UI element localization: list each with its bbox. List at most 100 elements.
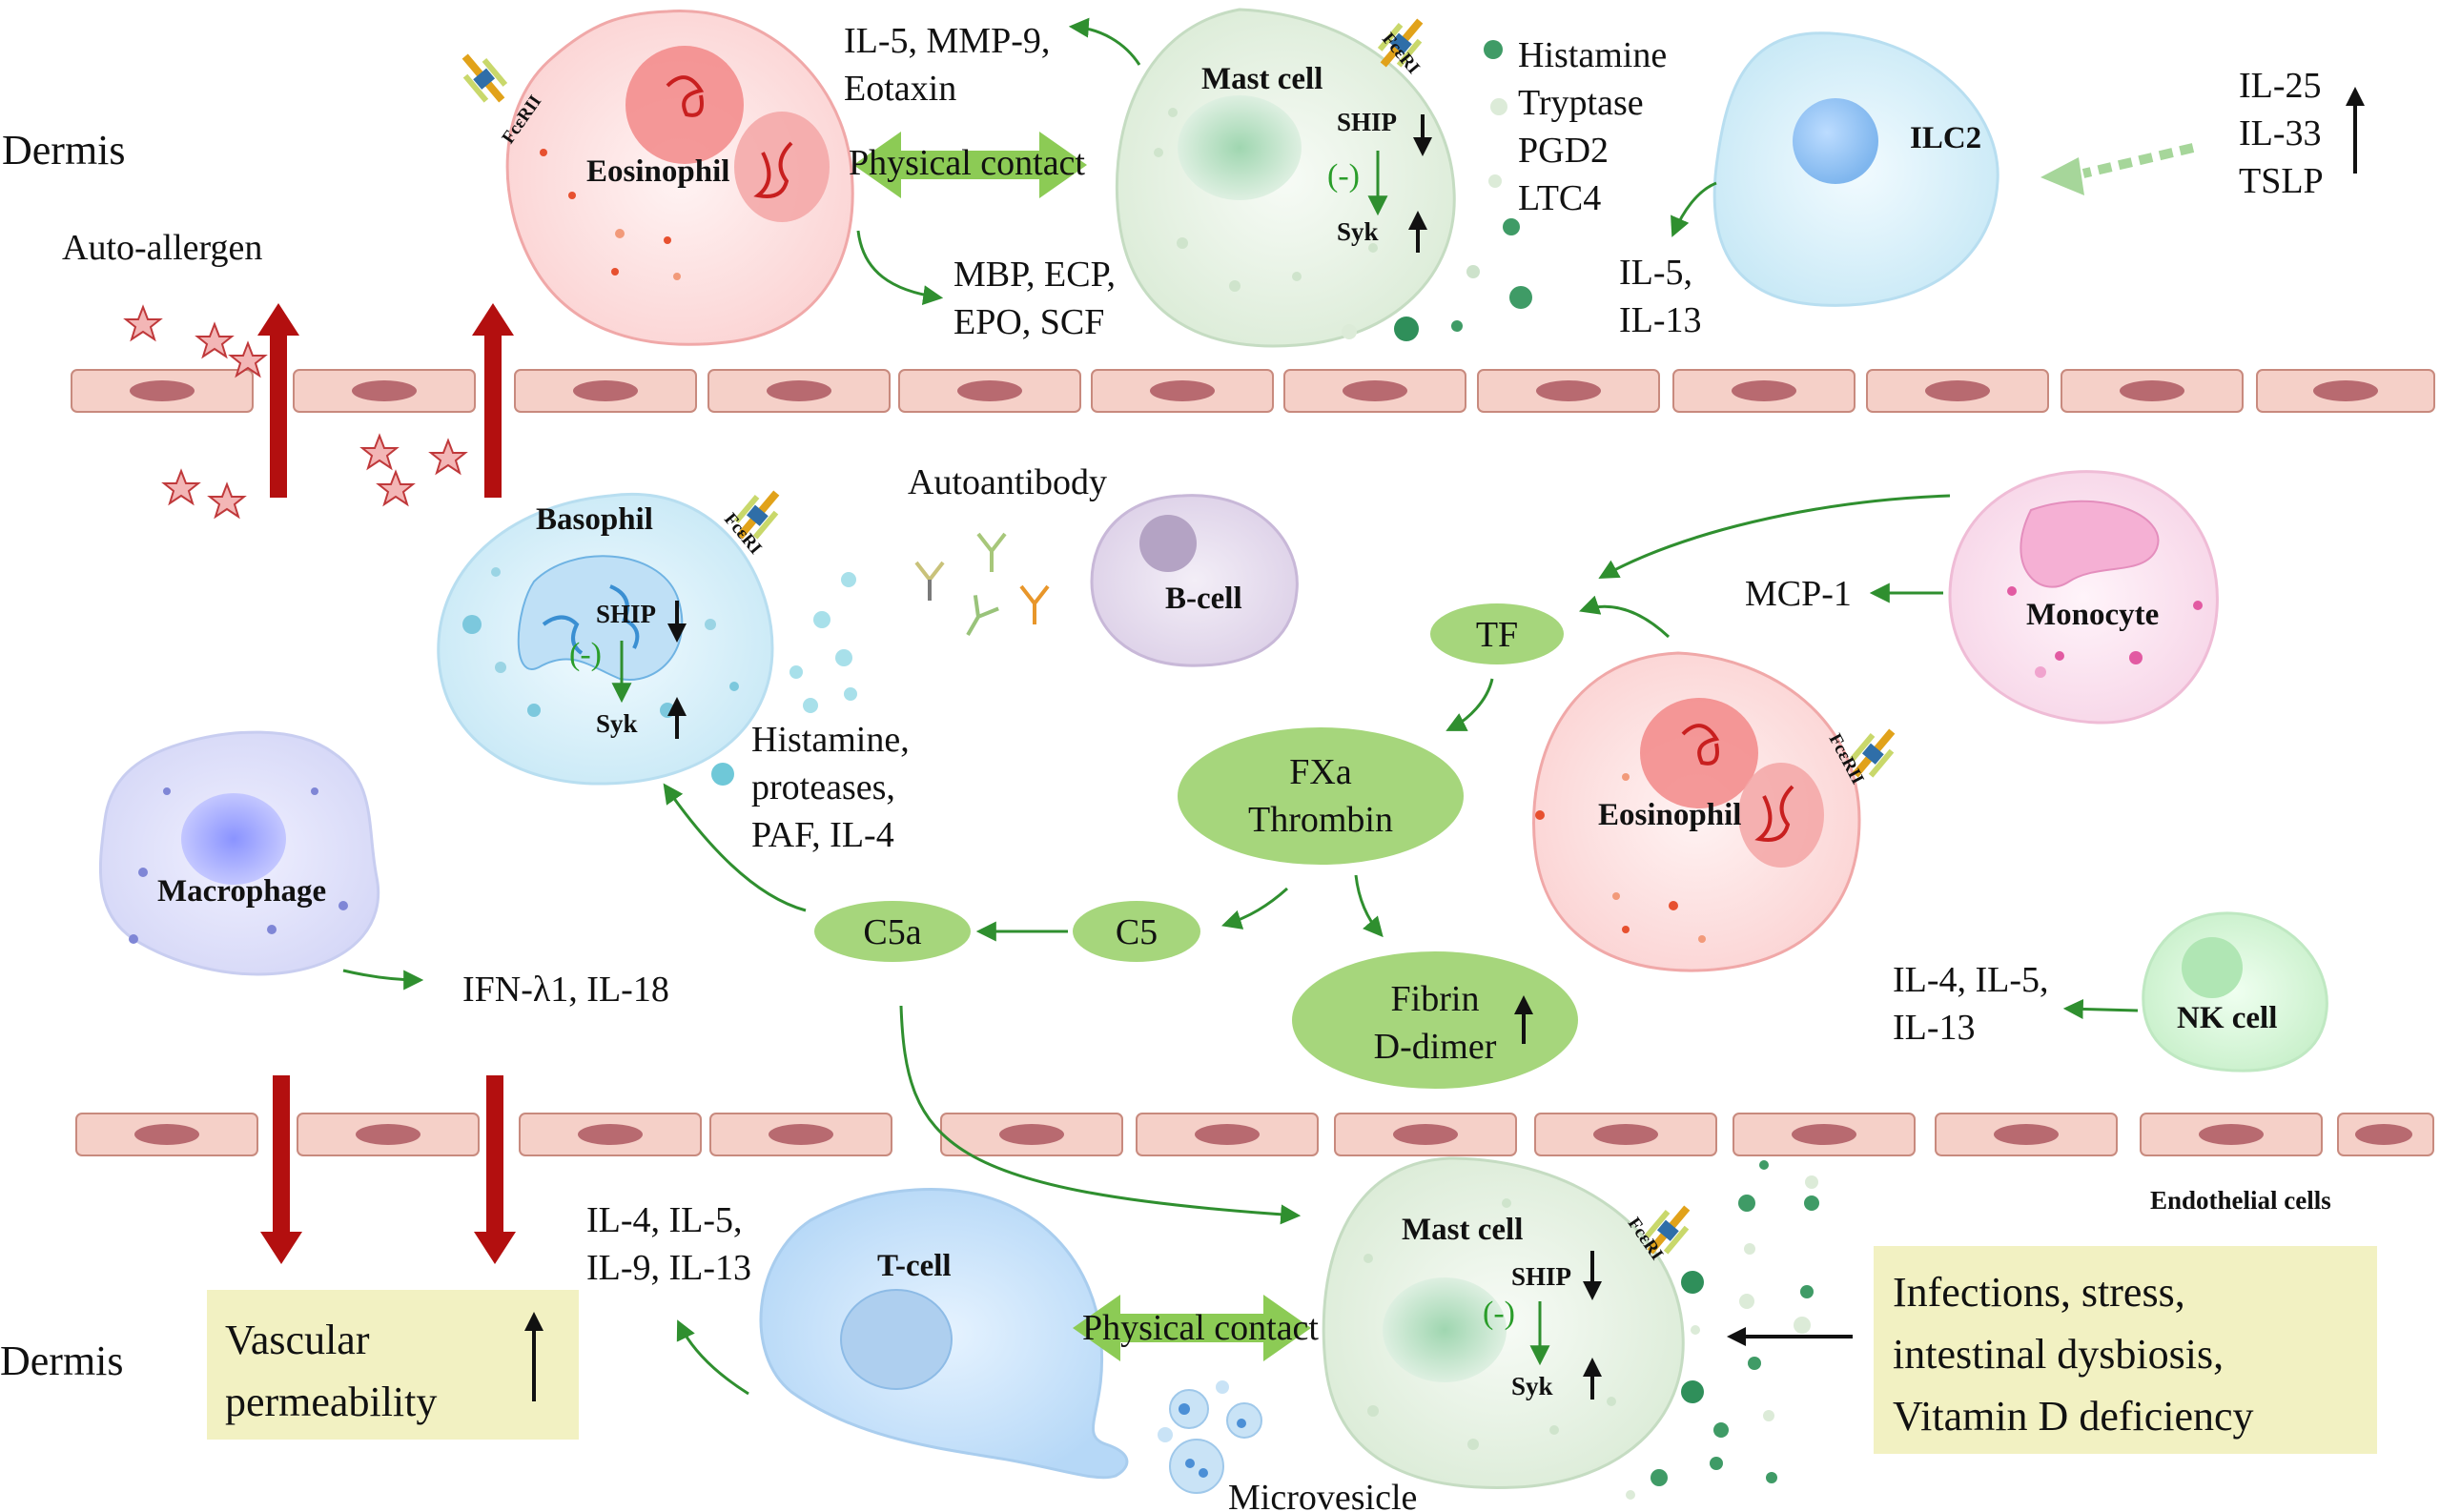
macrophage-nucleus xyxy=(181,793,286,885)
autoantibody-label: Autoantibody xyxy=(908,462,1107,502)
endothelial-cell xyxy=(940,1113,1123,1156)
receptor-icon xyxy=(1644,1205,1691,1255)
physical-contact-top-label: Physical contact xyxy=(849,143,1085,183)
mast-nucleus xyxy=(1178,95,1302,200)
endothelial-cell xyxy=(519,1113,702,1156)
macrophage-cell: Macrophage xyxy=(98,730,380,976)
il25-label: IL-25 xyxy=(2239,66,2322,106)
star-icon xyxy=(161,468,201,506)
tcell-label: T-cell xyxy=(877,1249,952,1283)
fxa-label: FXa xyxy=(1289,752,1352,792)
endothelial-cell xyxy=(1534,1113,1717,1156)
triggers-box: Infections, stress, intestinal dysbiosis… xyxy=(1874,1246,2377,1454)
ship-label: SHIP xyxy=(1511,1262,1571,1291)
mcp1-label: MCP-1 xyxy=(1745,574,1852,614)
endothelial-cell xyxy=(1866,369,2049,413)
auto-allergen-stars xyxy=(123,304,468,520)
endothelial-cell xyxy=(707,369,891,413)
mast-top-granules xyxy=(1342,40,1532,341)
syk-label: Syk xyxy=(596,709,638,738)
histamine-label: Histamine xyxy=(1518,35,1667,75)
bcell-label: B-cell xyxy=(1165,582,1242,616)
inhibition-label: (-) xyxy=(1483,1296,1515,1331)
endothelial-cell xyxy=(709,1113,892,1156)
bcell-nucleus xyxy=(1139,515,1197,572)
nk-cell: NK cell xyxy=(2142,911,2328,1073)
eos-top-output-1: IL-5, MMP-9, xyxy=(844,21,1050,61)
eosinophil-top-label: Eosinophil xyxy=(586,154,729,189)
bcell: B-cell xyxy=(1090,494,1299,667)
fxa-thrombin-node: FXa Thrombin xyxy=(1178,727,1464,865)
tryptase-label: Tryptase xyxy=(1518,83,1644,123)
inhibition-label: (-) xyxy=(1327,158,1360,194)
mast-cell-bottom: Mast cell SHIP Syk (-) FcεRI xyxy=(1322,1156,1691,1489)
auto-allergen-label: Auto-allergen xyxy=(62,228,262,268)
tcell: T-cell xyxy=(759,1187,1129,1480)
ilc2-cell: ILC2 xyxy=(1712,31,1999,307)
basophil-output-1: Histamine, xyxy=(751,720,910,760)
syk-label: Syk xyxy=(1337,217,1379,246)
basophil-granules xyxy=(711,572,857,786)
endothelial-cell xyxy=(2061,369,2244,413)
star-icon xyxy=(228,340,268,378)
endothelial-cell xyxy=(1091,369,1274,413)
thrombin-label: Thrombin xyxy=(1248,800,1393,840)
endothelial-cell xyxy=(1733,1113,1916,1156)
c5-label: C5 xyxy=(1116,912,1158,952)
triggers-line-3: Vitamin D deficiency xyxy=(1893,1393,2254,1440)
microvesicles xyxy=(1158,1380,1262,1494)
endothelial-cell xyxy=(514,369,697,413)
tcell-output-1: IL-4, IL-5, xyxy=(586,1200,743,1240)
endothelial-layer-bottom xyxy=(75,1113,2434,1156)
triggers-line-1: Infections, stress, xyxy=(1893,1269,2185,1316)
endothelial-cell xyxy=(1136,1113,1319,1156)
triggers-line-2: intestinal dysbiosis, xyxy=(1893,1331,2224,1378)
red-arrow-down-2 xyxy=(474,1075,516,1264)
endothelial-cell xyxy=(1935,1113,2118,1156)
antibody-icon xyxy=(1019,584,1050,624)
star-icon xyxy=(376,469,416,507)
endothelial-cell xyxy=(1283,369,1466,413)
endothelial-layer-top xyxy=(71,369,2435,413)
mast-bottom-granules xyxy=(1626,1160,1819,1500)
microvesicle-label: Microvesicle xyxy=(1228,1478,1417,1512)
receptor-icon xyxy=(1849,728,1896,778)
macrophage-output: IFN-λ1, IL-18 xyxy=(462,970,669,1010)
mast-bottom-label: Mast cell xyxy=(1402,1213,1523,1247)
tf-node: TF xyxy=(1430,603,1564,664)
vascular-permeability-box: Vascular permeability xyxy=(207,1290,579,1440)
ddimer-label: D-dimer xyxy=(1374,1027,1497,1067)
macrophage-label: Macrophage xyxy=(157,874,326,909)
endothelial-cell xyxy=(297,1113,480,1156)
endothelial-cell xyxy=(293,369,476,413)
monocyte-label: Monocyte xyxy=(2026,598,2159,632)
c5-node: C5 xyxy=(1073,901,1200,962)
physical-contact-arrow-bottom: Physical contact xyxy=(1073,1295,1319,1361)
eosinophil-mid: Eosinophil FcεRII xyxy=(1532,651,1896,972)
ship-label: SHIP xyxy=(1337,108,1397,136)
star-icon xyxy=(207,481,247,520)
inhibition-label: (-) xyxy=(569,637,602,672)
mast-nucleus xyxy=(1383,1277,1507,1382)
star-icon xyxy=(195,321,235,359)
basophil-output-3: PAF, IL-4 xyxy=(751,815,894,855)
red-arrow-down-1 xyxy=(260,1075,302,1264)
dermis-label-bottom: Dermis xyxy=(0,1338,124,1384)
antibody-icon xyxy=(966,595,999,636)
endothelial-cell xyxy=(2140,1113,2323,1156)
il33-label: IL-33 xyxy=(2239,113,2322,153)
c5a-node: C5a xyxy=(814,901,971,962)
syk-label: Syk xyxy=(1511,1372,1553,1400)
basophil-cell: Basophil SHIP Syk (-) FcεRI xyxy=(437,490,780,786)
nk-nucleus xyxy=(2182,937,2243,998)
basophil-output-2: proteases, xyxy=(751,767,895,807)
endothelial-cell xyxy=(2337,1113,2434,1156)
physical-contact-arrow-top: Physical contact xyxy=(849,132,1087,198)
receptor-icon xyxy=(1377,18,1424,68)
red-arrow-up-1 xyxy=(257,303,299,498)
eosinophil-top: Eosinophil FcεRII xyxy=(461,10,854,346)
pgd2-label: PGD2 xyxy=(1518,131,1609,171)
tf-label: TF xyxy=(1476,615,1518,655)
eos-top-output-2: Eotaxin xyxy=(844,69,956,109)
star-icon xyxy=(428,438,468,476)
